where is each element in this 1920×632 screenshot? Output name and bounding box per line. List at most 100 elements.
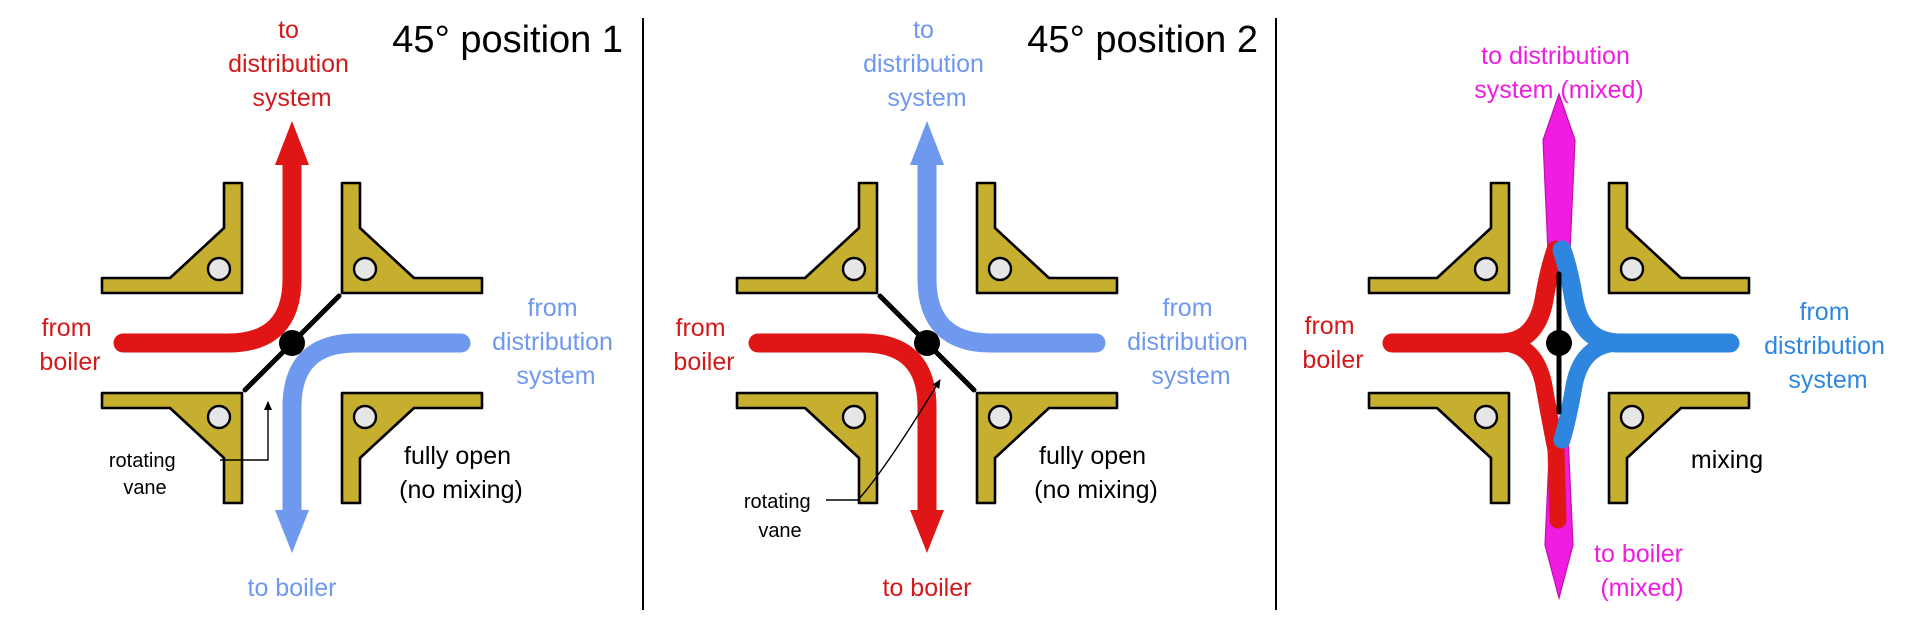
left-label-line: from: [1305, 312, 1355, 340]
valve-body-quadrant: [340, 181, 484, 295]
valve-body: [1367, 181, 1751, 505]
left-label: from boiler: [1302, 312, 1363, 374]
state-label: fully open (no mixing): [399, 442, 523, 504]
vane-callout-line: [826, 379, 941, 501]
state-label: fully open (no mixing): [1034, 442, 1158, 504]
right-label: from distribution system: [492, 294, 620, 390]
state-label-line: fully open: [404, 442, 511, 470]
state-label-line: (no mixing): [399, 476, 523, 504]
hot-flow-arrowhead: [910, 510, 944, 553]
bolt-hole: [1473, 256, 1499, 282]
state-label-line: fully open: [1039, 442, 1146, 470]
vane-label-line: rotating: [109, 450, 176, 472]
state-label-line: (no mixing): [1034, 476, 1158, 504]
vane-label-line: vane: [758, 520, 801, 542]
panel-title: 45° position 2: [1027, 19, 1258, 61]
bolt-hole: [841, 256, 867, 282]
vane-pivot: [914, 330, 940, 356]
top-label-line: to: [278, 16, 299, 44]
right-label-line: system: [1788, 366, 1867, 394]
vane-label: rotating vane: [744, 491, 816, 542]
vane-pivot: [279, 330, 305, 356]
bottom-label-line: (mixed): [1600, 574, 1683, 602]
valve-body: [100, 181, 484, 505]
mixed-flow-up: [1542, 92, 1576, 253]
bolt-hole: [206, 256, 232, 282]
cold-flow-path-down: [1553, 334, 1629, 449]
valve-body-quadrant: [975, 391, 1119, 505]
cold-flow-path: [917, 150, 1106, 353]
left-label-line: boiler: [1302, 346, 1363, 374]
top-label-line: distribution: [863, 50, 984, 78]
right-label: from distribution system: [1127, 294, 1255, 390]
bolt-hole: [841, 404, 867, 430]
right-label-line: system: [1151, 362, 1230, 390]
cold-flow-arrowhead: [910, 121, 944, 165]
valve-body-quadrant: [100, 181, 244, 295]
top-label: to distribution system (mixed): [1474, 42, 1643, 104]
bolt-hole: [987, 256, 1013, 282]
bottom-label: to boiler (mixed): [1594, 540, 1690, 602]
valve-body-quadrant: [735, 391, 879, 505]
left-label-line: from: [676, 314, 726, 342]
panel-position-2: 45° position 2 to distribution system to…: [673, 16, 1258, 602]
top-label-line: system: [252, 84, 331, 112]
bolt-hole: [1473, 404, 1499, 430]
right-label-line: from: [528, 294, 578, 322]
hot-flow-path-down: [1491, 334, 1567, 529]
state-label-line: mixing: [1691, 446, 1763, 474]
top-label: to distribution system: [863, 16, 991, 112]
panel-mixing: to distribution system (mixed) to boiler…: [1302, 42, 1892, 602]
cold-flow-arrowhead: [275, 510, 309, 553]
top-label-line: system: [887, 84, 966, 112]
bottom-label-line: to boiler: [883, 574, 972, 602]
right-label: from distribution system: [1764, 298, 1892, 394]
valve-body-quadrant: [1607, 181, 1751, 295]
bottom-label-line: to boiler: [1594, 540, 1683, 568]
bolt-hole: [352, 404, 378, 430]
valve-body-quadrant: [1607, 391, 1751, 505]
state-label: mixing: [1691, 446, 1763, 474]
right-label-line: system: [516, 362, 595, 390]
top-label-line: to: [913, 16, 934, 44]
top-label: to distribution system: [228, 16, 356, 112]
bolt-hole: [1619, 404, 1645, 430]
valve-body-quadrant: [1367, 181, 1511, 295]
hot-flow-arrowhead: [275, 121, 309, 165]
top-label-line: system (mixed): [1474, 76, 1643, 104]
top-label-line: to distribution: [1481, 42, 1630, 70]
valve-body-quadrant: [1367, 391, 1511, 505]
right-label-line: from: [1163, 294, 1213, 322]
valve-body-quadrant: [100, 391, 244, 505]
bolt-hole: [987, 404, 1013, 430]
panel-title: 45° position 1: [392, 19, 623, 61]
valve-body-quadrant: [735, 181, 879, 295]
bottom-label: to boiler: [883, 574, 972, 602]
cold-flow-path: [282, 333, 471, 522]
valve-body-quadrant: [975, 181, 1119, 295]
left-label-line: from: [42, 314, 92, 342]
vane-label-line: vane: [123, 477, 166, 499]
bolt-hole: [352, 256, 378, 282]
bolt-hole: [1619, 256, 1645, 282]
right-label-line: from: [1800, 298, 1850, 326]
right-label-line: distribution: [492, 328, 613, 356]
panel-position-1: 45° position 1 to distribution system to…: [39, 16, 623, 602]
left-label-line: boiler: [39, 348, 100, 376]
left-label-line: boiler: [673, 348, 734, 376]
bottom-label-line: to boiler: [248, 574, 337, 602]
left-label: from boiler: [673, 314, 734, 376]
bolt-hole: [206, 404, 232, 430]
left-label: from boiler: [39, 314, 100, 376]
vane-pivot: [1546, 330, 1572, 356]
bottom-label: to boiler: [248, 574, 337, 602]
valve-body-quadrant: [340, 391, 484, 505]
right-label-line: distribution: [1127, 328, 1248, 356]
right-label-line: distribution: [1764, 332, 1885, 360]
vane-callout-line: [220, 401, 272, 461]
top-label-line: distribution: [228, 50, 349, 78]
hot-flow-path: [113, 150, 302, 353]
vane-label: rotating vane: [109, 450, 181, 499]
vane-label-line: rotating: [744, 491, 811, 513]
